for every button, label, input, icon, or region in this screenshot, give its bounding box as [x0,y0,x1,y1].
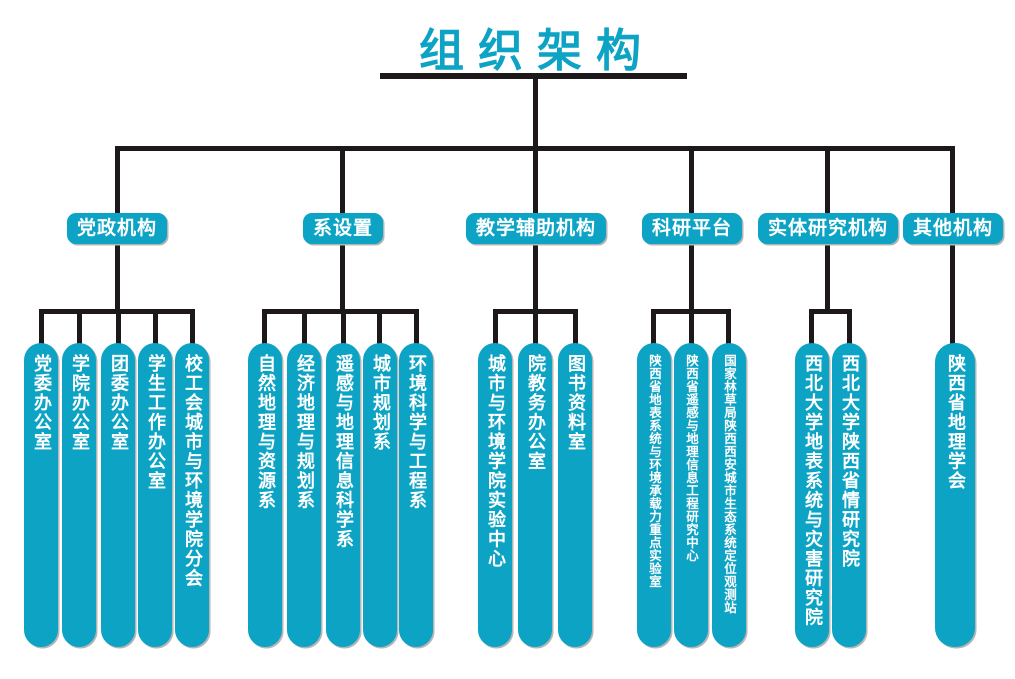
connector-line [950,146,955,344]
connector-line [39,309,44,346]
connector-line [377,309,382,346]
child-pill-label: 西北大学地表系统与灾害研究院 [802,354,823,627]
connector-line [809,309,814,346]
child-pill: 西北大学地表系统与灾害研究院 [795,343,829,647]
connector-line [190,309,195,346]
child-pill-label: 图书资料室 [565,354,586,452]
child-pill: 环境科学与工程系 [399,343,433,647]
connector-line [77,309,82,346]
child-pill: 国家林草局陕西西安城市生态系统定位观测站 [712,343,746,647]
child-pill-label: 党委办公室 [31,354,52,452]
child-pill: 经济地理与规划系 [287,343,321,647]
child-pill-label: 院教务办公室 [525,354,546,471]
child-pill: 学院办公室 [62,343,96,647]
child-pill-label: 城市与环境学院实验中心 [485,354,506,569]
child-pill: 城市规划系 [363,343,397,647]
branch-pill-jiaoxuefuzhu: 教学辅助机构 [465,213,607,244]
connector-line [302,309,307,346]
child-pill-label: 自然地理与资源系 [255,354,276,510]
branch-pill-xisheshi: 系设置 [302,213,384,244]
connector-line [651,309,656,346]
connector-line [153,309,158,346]
child-pill: 学生工作办公室 [138,343,172,647]
branch-pill-shitiyanjiu: 实体研究机构 [757,213,899,244]
child-pill: 党委办公室 [24,343,58,647]
connector-line [341,309,346,346]
connector-line [847,309,852,346]
child-pill-label: 陕西省地表系统与环境承载力重点实验室 [647,354,662,588]
child-pill-label: 城市规划系 [370,354,391,452]
child-pill-label: 学院办公室 [69,354,90,452]
connector-line [533,79,538,151]
branch-pill-qitajigou: 其他机构 [902,213,1004,244]
connector-line [809,309,852,314]
branch-pill-keyanpingtai: 科研平台 [641,213,743,244]
connector-line [116,309,121,346]
child-pill-label: 环境科学与工程系 [406,354,427,510]
child-pill-label: 团委办公室 [108,354,129,452]
connector-line [262,309,419,314]
page-title: 组织架构 [418,24,656,77]
child-pill: 自然地理与资源系 [248,343,282,647]
connector-line [573,309,578,346]
connector-line [414,309,419,346]
child-pill-label: 学生工作办公室 [145,354,166,491]
connector-line [493,309,498,346]
child-pill-label: 经济地理与规划系 [294,354,315,510]
child-pill-label: 遥感与地理信息科学系 [333,354,354,549]
child-pill: 遥感与地理信息科学系 [326,343,360,647]
child-pill-label: 西北大学陕西省情研究院 [839,354,860,569]
child-pill: 院教务办公室 [518,343,552,647]
branch-pill-dangzheng: 党政机构 [66,213,168,244]
child-pill: 陕西省遥感与地理信息工程研究中心 [674,343,708,647]
child-pill: 陕西省地理学会 [935,343,975,647]
child-pill-label: 陕西省遥感与地理信息工程研究中心 [684,354,699,562]
child-pill: 图书资料室 [558,343,592,647]
connector-line [533,309,538,346]
child-pill-label: 国家林草局陕西西安城市生态系统定位观测站 [722,354,737,614]
child-pill-label: 陕西省地理学会 [945,354,966,491]
connector-line [262,309,267,346]
child-pill-label: 校工会城市与环境学院分会 [182,354,203,588]
child-pill: 城市与环境学院实验中心 [478,343,512,647]
connector-line [726,309,731,346]
child-pill: 陕西省地表系统与环境承载力重点实验室 [637,343,671,647]
title-underline [380,73,687,79]
connector-line [689,309,694,346]
child-pill: 西北大学陕西省情研究院 [832,343,866,647]
child-pill: 团委办公室 [101,343,135,647]
child-pill: 校工会城市与环境学院分会 [175,343,209,647]
